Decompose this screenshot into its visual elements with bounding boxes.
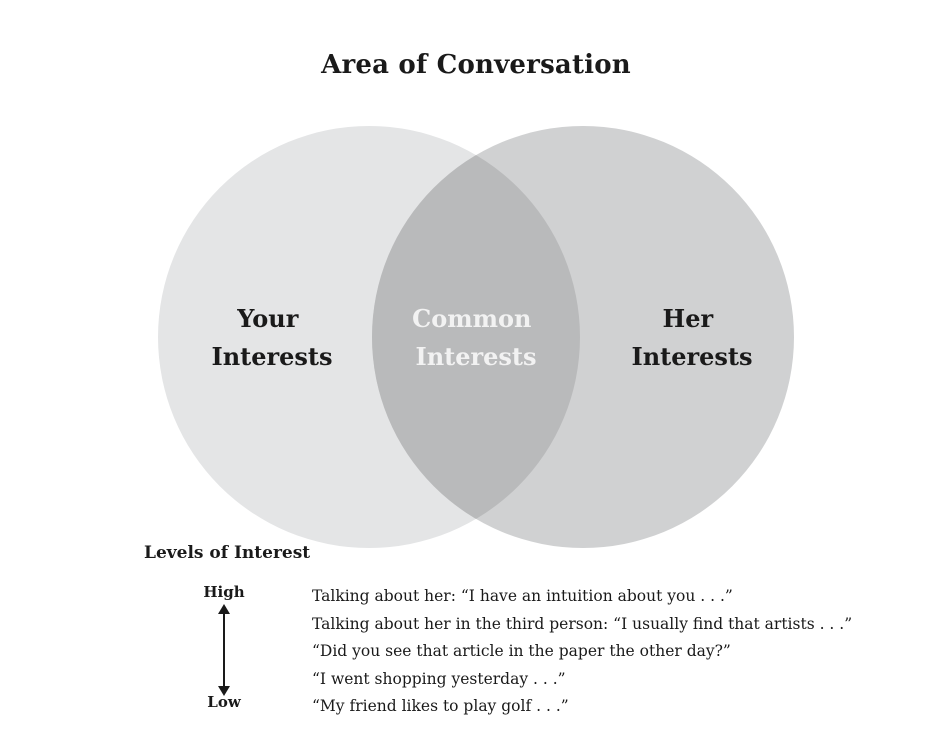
levels-of-interest-heading: Levels of Interest [144,543,311,563]
her-interests-label-line-1: Her [663,304,714,333]
your-interests-label: Your Interests [211,304,332,371]
double-arrow-icon [218,604,230,696]
her-interests-label: Her Interests [631,304,752,371]
her-interests-label-line-2: Interests [631,342,752,371]
common-interests-label-line-1: Common [412,304,531,333]
diagram-title: Area of Conversation [321,50,631,80]
common-interests-label-line-2: Interests [415,342,536,371]
your-interests-label-line-1: Your [236,304,299,333]
level-item: “Did you see that article in the paper t… [312,642,731,660]
level-item: “My friend likes to play golf . . .” [312,697,569,715]
common-interests-overlap [372,126,580,548]
venn-diagram: Your Interests Common Interests Her Inte… [158,126,794,548]
level-item: “I went shopping yesterday . . .” [312,669,566,688]
scale-high-label: High [203,583,245,601]
scale-low-label: Low [207,693,241,711]
level-item: Talking about her in the third person: “… [312,614,853,633]
levels-list: Talking about her: “I have an intuition … [312,583,852,721]
your-interests-label-line-2: Interests [211,342,332,371]
common-interests-label: Common Interests [412,304,540,371]
level-item: Talking about her: “I have an intuition … [312,587,733,605]
